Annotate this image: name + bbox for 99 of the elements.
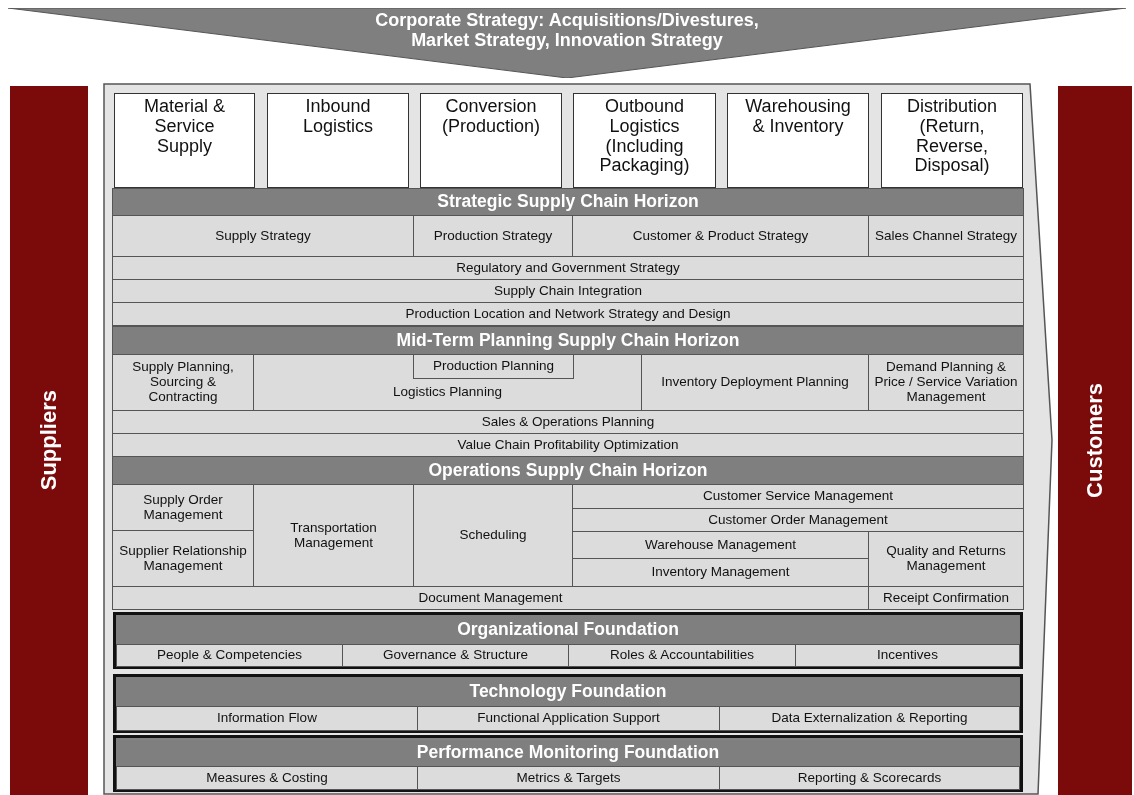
capability-label: Sales & Operations Planning	[480, 414, 656, 430]
capability-label: Production Planning	[432, 359, 555, 374]
capability-cell	[253, 484, 414, 587]
capability-cell	[868, 531, 1024, 587]
capability-label: Quality and Returns Management	[885, 544, 1007, 574]
capability-cell	[112, 279, 1024, 303]
capability-label: Production Location and Network Strategy and Design	[404, 306, 732, 322]
side-label: Customers	[1082, 383, 1108, 498]
capability-cell	[112, 256, 1024, 280]
band-title: Mid-Term Planning Supply Chain Horizon	[396, 330, 740, 351]
capability-label: Production Strategy	[432, 228, 554, 244]
capability-cell	[342, 644, 569, 667]
side-bar	[10, 86, 88, 795]
capability-label: Scheduling	[458, 528, 528, 543]
foundation-heading: Organizational Foundation	[116, 615, 1020, 644]
column-title: Material & Service Supply	[143, 97, 226, 157]
capability-label: Value Chain Profitability Optimization	[456, 437, 680, 453]
value-chain-column	[267, 93, 409, 188]
capability-cell	[719, 766, 1020, 790]
horizon-band	[112, 456, 1024, 485]
capability-cell	[116, 644, 343, 667]
strategy-text: Corporate Strategy: Acquisitions/Divestures, Market Strategy, Innovation Strategy	[374, 11, 760, 51]
capability-cell	[112, 302, 1024, 326]
capability-cell	[572, 484, 1024, 509]
column-title: Inbound Logistics	[302, 97, 374, 137]
capability-label: People & Competencies	[156, 648, 303, 663]
capability-label: Regulatory and Government Strategy	[455, 260, 681, 276]
capability-label: Information Flow	[216, 711, 318, 726]
capability-label: Sales Channel Strategy	[874, 228, 1018, 244]
capability-label: Logistics Planning	[392, 385, 503, 400]
capability-label: Supply Strategy	[214, 228, 312, 244]
capability-label: Governance & Structure	[382, 648, 529, 663]
capability-cell	[112, 530, 254, 587]
capability-cell	[868, 354, 1024, 411]
capability-cell	[413, 354, 574, 379]
value-chain-column	[573, 93, 716, 188]
capability-label: Metrics & Targets	[515, 770, 622, 786]
column-title: Outbound Logistics (Including Packaging)	[598, 97, 691, 177]
band-title: Strategic Supply Chain Horizon	[437, 192, 699, 212]
horizon-band	[112, 326, 1024, 355]
band-title: Operations Supply Chain Horizon	[428, 460, 708, 481]
capability-label: Customer Order Management	[707, 512, 889, 528]
capability-label: Supply Order Management	[142, 492, 224, 523]
capability-cell	[719, 706, 1020, 731]
foundation-heading: Technology Foundation	[116, 677, 1020, 706]
value-chain-column	[420, 93, 562, 188]
column-title: Distribution (Return, Reverse, Disposal)	[905, 97, 998, 177]
capability-cell	[112, 586, 869, 610]
side-label: Suppliers	[36, 390, 62, 491]
column-title: Warehousing & Inventory	[744, 97, 852, 137]
value-chain-column	[727, 93, 869, 188]
capability-label: Reporting & Scorecards	[796, 770, 943, 786]
capability-cell	[795, 644, 1020, 667]
capability-cell	[112, 484, 254, 531]
capability-label: Inventory Deployment Planning	[660, 375, 850, 390]
capability-label: Supply Planning, Sourcing & Contracting	[131, 360, 235, 405]
capability-label: Incentives	[876, 648, 939, 663]
capability-cell	[568, 644, 796, 667]
capability-cell	[413, 484, 573, 587]
capability-cell	[112, 433, 1024, 457]
capability-cell	[116, 766, 418, 790]
value-chain-column	[881, 93, 1023, 188]
capability-cell	[572, 215, 869, 257]
capability-label: Receipt Confirmation	[881, 590, 1011, 606]
side-bar	[1058, 86, 1132, 795]
capability-label: Inventory Management	[650, 565, 791, 580]
capability-label: Customer & Product Strategy	[631, 228, 810, 244]
capability-label: Demand Planning & Price / Service Variation Management	[873, 360, 1019, 405]
capability-label: Measures & Costing	[205, 770, 329, 786]
column-title: Conversion (Production)	[440, 97, 541, 137]
capability-cell	[116, 706, 418, 731]
capability-cell	[253, 354, 642, 411]
capability-cell	[572, 531, 869, 559]
capability-cell	[112, 410, 1024, 434]
capability-cell	[641, 354, 869, 411]
capability-label: Document Management	[417, 590, 564, 606]
capability-cell	[413, 215, 573, 257]
capability-label: Customer Service Management	[702, 489, 894, 504]
capability-cell	[868, 215, 1024, 257]
capability-cell	[112, 354, 254, 411]
capability-cell	[572, 558, 869, 587]
capability-cell	[417, 706, 720, 731]
capability-label: Warehouse Management	[643, 537, 798, 553]
capability-cell	[112, 215, 414, 257]
capability-cell	[572, 508, 1024, 532]
foundation-frame	[113, 612, 1023, 669]
horizon-band	[112, 188, 1024, 216]
capability-label: Roles & Accountabilities	[608, 648, 756, 663]
capability-label: Data Externalization & Reporting	[770, 711, 969, 726]
capability-label: Functional Application Support	[476, 711, 661, 726]
capability-label: Supply Chain Integration	[493, 283, 643, 299]
foundation-frame	[113, 735, 1023, 792]
value-chain-column	[114, 93, 255, 188]
capability-cell	[417, 766, 720, 790]
foundation-frame	[113, 674, 1023, 733]
capability-label: Supplier Relationship Management	[118, 543, 248, 574]
capability-cell	[868, 586, 1024, 610]
capability-label: Transportation Management	[289, 520, 378, 551]
foundation-heading: Performance Monitoring Foundation	[116, 738, 1020, 767]
